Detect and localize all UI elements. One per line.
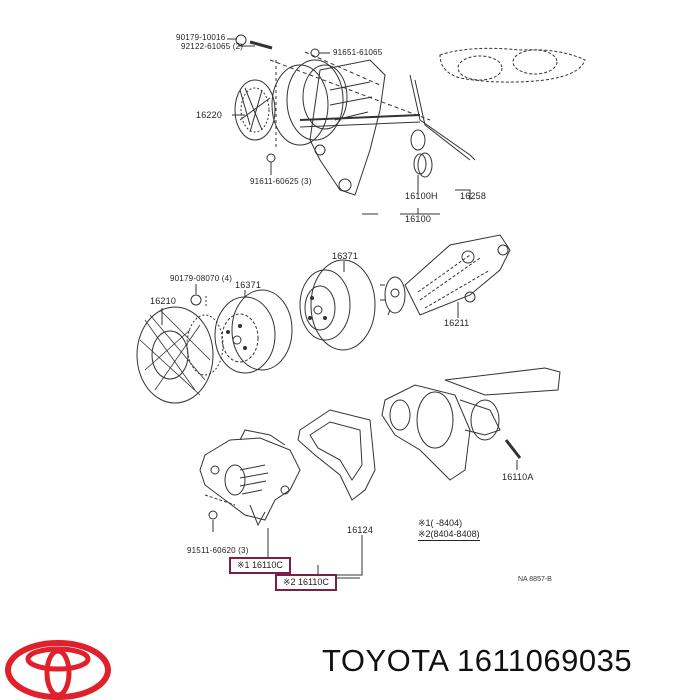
pump-housing-icon: [381, 367, 561, 481]
part-label-91511-60620: 91511-60620 (3): [187, 546, 249, 555]
toyota-logo-icon: [5, 640, 111, 700]
product-caption: TOYOTA 1611069035: [322, 643, 632, 679]
part-label-16100: 16100: [405, 214, 432, 224]
callout-16110C-2: ※2 16110C: [275, 574, 337, 591]
fan-clutch-top-icon: [234, 79, 276, 141]
diagram-reference-code: NA 8857-B: [518, 576, 552, 583]
pulley-a-icon: [214, 289, 293, 374]
part-label-90179-08070: 90179-08070 (4): [170, 274, 233, 283]
head-gasket-icon: [439, 47, 586, 83]
part-label-91611-60625: 91611-60625 (3): [250, 177, 312, 186]
part-label-16110A: 16110A: [502, 472, 534, 482]
date-range-legend: ※1( -8404) ※2(8404-8408): [418, 518, 480, 541]
brand-name: TOYOTA: [322, 643, 448, 678]
legend-row-2: ※2(8404-8408): [418, 529, 480, 541]
exploded-view-drawing: [136, 34, 586, 579]
legend-row-1: ※1( -8404): [418, 518, 463, 528]
part-label-92122-61065: 92122-61065 (2): [181, 42, 244, 51]
part-label-16371-a: 16371: [235, 280, 262, 290]
part-label-16211: 16211: [444, 318, 470, 328]
part-label-16258: 16258: [460, 191, 487, 201]
pump-bracket-icon: [380, 234, 511, 316]
part-label-91651-61065: 91651-61065: [333, 48, 383, 57]
part-label-90179-10016: 90179-10016: [176, 33, 226, 42]
water-pump-top-icon: [309, 59, 386, 196]
part-label-16371-b: 16371: [332, 251, 359, 261]
pulley-b-icon: [299, 259, 376, 351]
pump-gasket-icon: [297, 409, 376, 501]
fan-clutch-icon: [136, 306, 224, 404]
callout-16110C-1: ※1 16110C: [229, 557, 291, 574]
part-label-16124: 16124: [347, 525, 374, 535]
part-label-16210: 16210: [150, 296, 177, 306]
pulley-top-icon: [271, 59, 348, 146]
water-pump-icon: [199, 429, 301, 527]
part-label-16220: 16220: [196, 110, 223, 120]
part-number: 1611069035: [457, 643, 633, 678]
part-label-16100H: 16100H: [405, 191, 438, 201]
